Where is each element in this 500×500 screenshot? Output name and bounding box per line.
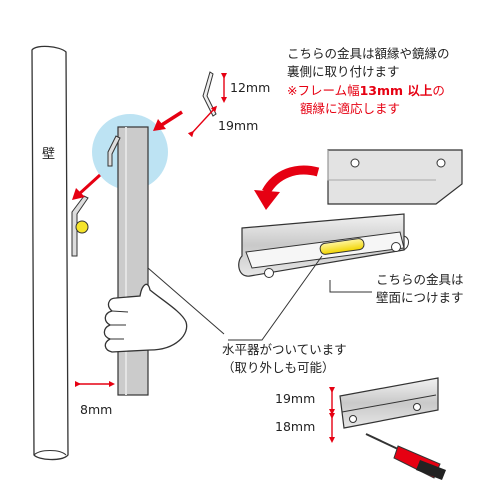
leader-lines [147,255,372,341]
level-note-line1: 水平器がついています [222,342,347,357]
wall-note-line1: こちらの金具は [376,272,464,287]
red-arrow-curved [254,165,320,210]
hand-illustration [103,283,188,353]
frame-fitting [327,149,463,205]
warning-bold: 13mm 以上 [359,83,433,98]
warning-prefix: ※フレーム幅 [287,83,360,98]
wall-label: 壁 [42,147,56,162]
wall-note-line2: 壁面につけます [376,290,464,305]
frame-note-warning-line2: 額縁に適応します [300,101,401,116]
hook-width-label: 19mm [218,118,259,133]
wall [31,45,69,461]
frame-note-line1: こちらの金具は額縁や鏡縁の [287,46,450,61]
picture-frame [117,126,149,396]
screwdriver [365,433,446,480]
wall-fitting [238,213,409,278]
bottom-bottom-label: 18mm [275,419,316,434]
frame-note-line2: 裏側に取り付けます [287,64,400,79]
red-arrow-frame [153,110,183,131]
frame-note-warning: ※フレーム幅13mm 以上の [287,83,445,98]
hook-height-label: 12mm [230,80,271,95]
bottom-fitting [339,377,439,429]
frame-fitting-side [107,135,121,167]
bottom-top-label: 19mm [275,391,316,406]
wall-gap-label: 8mm [80,402,113,417]
dim-19mm-hook [187,105,218,138]
wall-fitting-side [71,195,89,257]
warning-suffix: の [432,83,445,98]
level-note-line2: （取り外しも可能） [222,360,335,375]
red-arrow-wall [72,173,102,200]
